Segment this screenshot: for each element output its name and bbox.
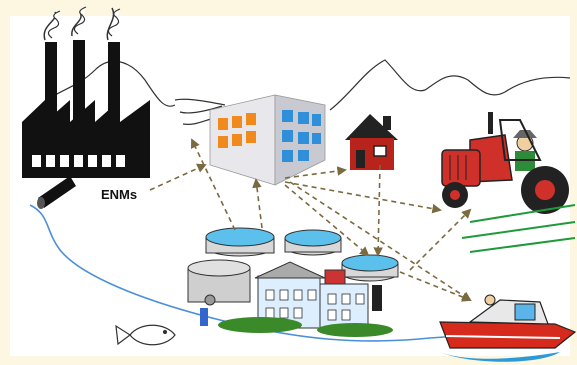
fish-icon	[115, 324, 176, 346]
water-treatment-plant-icon	[187, 227, 399, 337]
factory-icon	[22, 6, 150, 178]
pipe-icon	[37, 176, 76, 209]
house-icon	[345, 114, 398, 170]
enm-label: ENMs	[101, 187, 138, 202]
tractor-icon	[441, 112, 569, 214]
boat-icon	[439, 294, 577, 362]
field-lines	[461, 204, 576, 253]
office-building-icon	[209, 94, 326, 186]
flow-arrows	[149, 138, 472, 302]
